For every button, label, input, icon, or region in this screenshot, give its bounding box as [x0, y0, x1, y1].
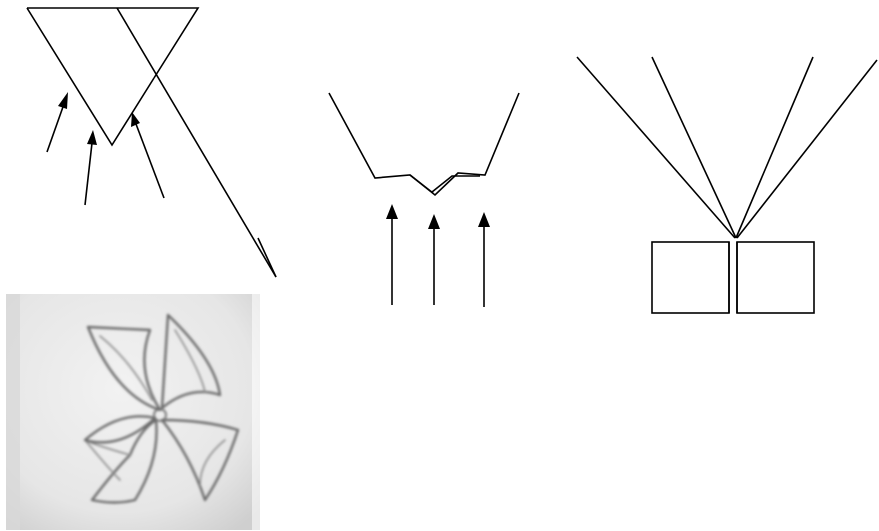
v-fold-left-crease — [410, 175, 433, 193]
triangle-fold-panel — [27, 8, 276, 277]
arrow-head — [87, 130, 97, 145]
arrow-up-1 — [386, 204, 398, 305]
v-fold-outline — [329, 93, 519, 195]
arrow-head — [428, 214, 440, 229]
book-panel — [577, 57, 877, 313]
book-right-page — [737, 242, 814, 313]
fan-line-4 — [737, 60, 877, 238]
arrow-up-right — [131, 112, 164, 198]
arrow-shaft — [136, 124, 164, 198]
photo-left-shadow — [6, 294, 20, 530]
arrow-shaft — [85, 143, 92, 205]
arrow-shaft — [47, 104, 64, 152]
arrow-head — [478, 212, 490, 227]
arrow-head — [386, 204, 398, 219]
v-fold-inner-crease — [432, 176, 480, 192]
arrow-up-3 — [478, 212, 490, 307]
v-fold-panel — [329, 93, 519, 307]
triangle-top-edge — [27, 8, 198, 78]
book-left-page — [652, 242, 729, 313]
fan-line-3 — [736, 57, 813, 238]
diagonal-fold-tail — [258, 238, 276, 277]
photo-right-edge — [252, 294, 260, 530]
arrow-up-2 — [428, 214, 440, 305]
pinwheel-photo — [6, 294, 260, 530]
arrow-head — [131, 112, 140, 127]
arrow-up-middle — [85, 130, 97, 205]
arrow-head — [58, 92, 68, 109]
diagonal-fold-line — [117, 8, 276, 277]
arrow-up-left — [47, 92, 68, 152]
fan-line-1 — [577, 57, 735, 238]
fan-line-2 — [652, 57, 736, 238]
